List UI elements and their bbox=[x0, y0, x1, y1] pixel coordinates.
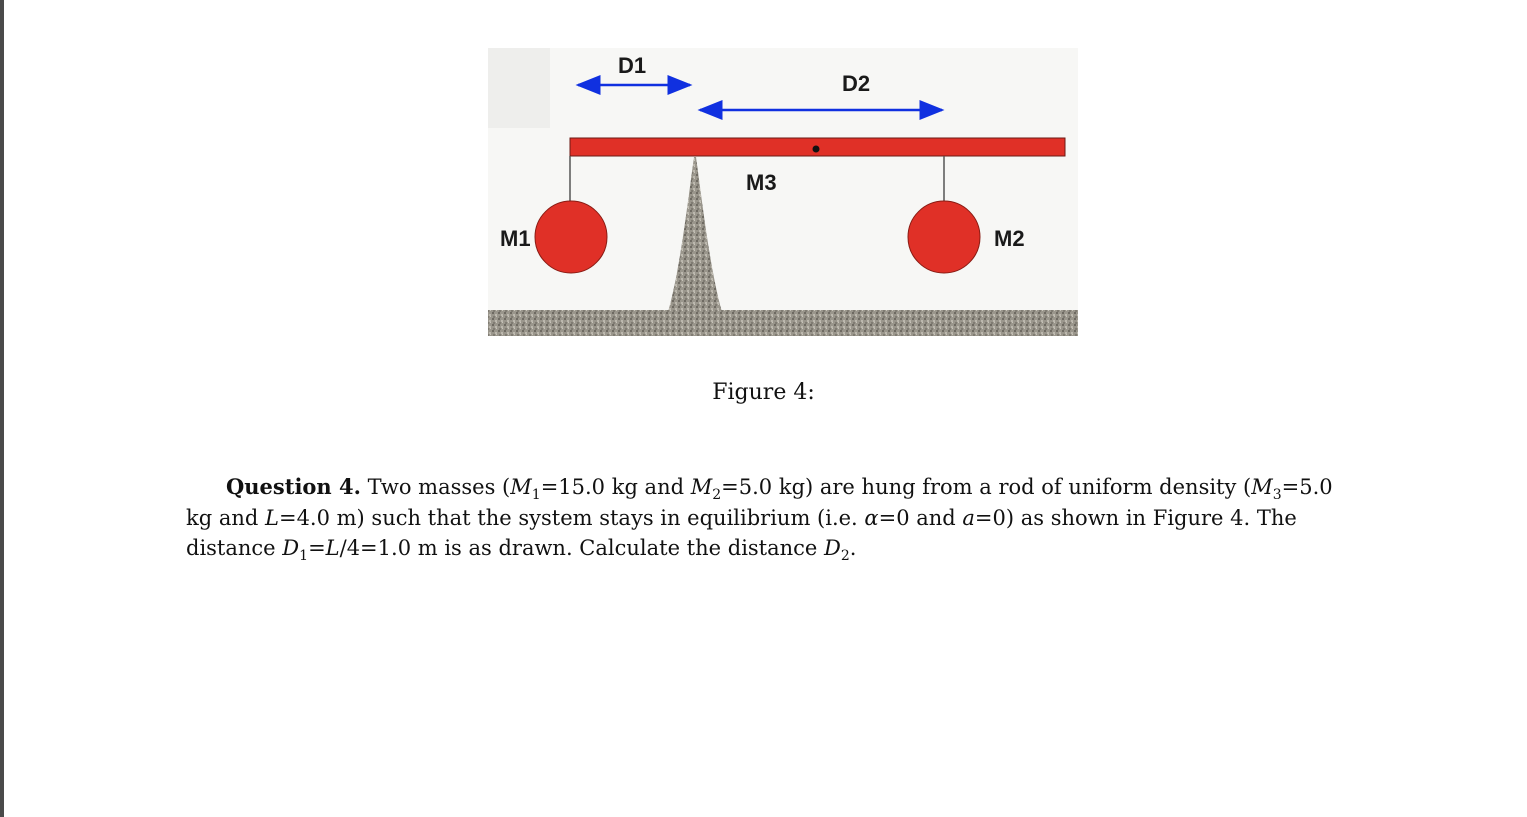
math-symbol: M bbox=[510, 475, 532, 499]
mass-m2 bbox=[907, 200, 981, 274]
text: . bbox=[849, 536, 857, 560]
text: =15.0 kg and bbox=[540, 475, 691, 499]
text: =0) as shown in Figure 4. The bbox=[974, 505, 1297, 530]
label-d1: D1 bbox=[618, 53, 646, 78]
figure-caption: Figure 4: bbox=[712, 380, 815, 405]
subscript: 2 bbox=[712, 487, 722, 504]
text: = bbox=[308, 536, 326, 560]
text: kg and bbox=[186, 505, 266, 530]
text: =0 and bbox=[878, 505, 963, 530]
fulcrum bbox=[668, 157, 722, 312]
math-symbol: D bbox=[282, 536, 300, 560]
math-symbol: D bbox=[824, 536, 841, 560]
text: =4.0 m) such that the system stays in eq… bbox=[278, 505, 865, 530]
math-symbol: L bbox=[325, 536, 340, 560]
question-line-1: Question 4. Two masses (M1=15.0 kg and M… bbox=[186, 472, 1380, 503]
subscript: 2 bbox=[840, 548, 850, 565]
text: distance bbox=[186, 536, 283, 560]
label-m3: M3 bbox=[746, 170, 777, 195]
math-symbol: M bbox=[1251, 475, 1273, 499]
subscript: 1 bbox=[531, 487, 541, 504]
math-symbol: L bbox=[265, 505, 279, 530]
figure-4-diagram: D1 D2 M3 M1 M2 bbox=[488, 48, 1078, 336]
text: Two masses ( bbox=[367, 475, 511, 499]
subscript: 3 bbox=[1272, 487, 1282, 504]
label-d2: D2 bbox=[842, 71, 870, 96]
question-line-3: distance D1=L/4=1.0 m is as drawn. Calcu… bbox=[186, 533, 1380, 564]
math-symbol: a bbox=[962, 505, 975, 530]
mass-m1 bbox=[534, 200, 608, 274]
math-symbol: M bbox=[690, 475, 713, 499]
window-edge bbox=[0, 0, 4, 817]
text: =5.0 bbox=[1281, 475, 1333, 499]
question-heading: Question 4. bbox=[226, 474, 361, 499]
text: /4=1.0 m is as drawn. Calculate the dist… bbox=[339, 536, 825, 560]
rod-center-point bbox=[812, 145, 820, 153]
question-text: Question 4. Two masses (M1=15.0 kg and M… bbox=[186, 472, 1380, 564]
figure-background bbox=[488, 48, 1078, 336]
text: =5.0 kg) are hung from a rod of uniform … bbox=[721, 475, 1252, 499]
label-m2: M2 bbox=[994, 226, 1025, 251]
subscript: 1 bbox=[299, 548, 309, 565]
question-line-2: kg and L=4.0 m) such that the system sta… bbox=[186, 503, 1380, 534]
math-symbol: α bbox=[864, 505, 879, 530]
ground bbox=[488, 310, 1078, 336]
label-m1: M1 bbox=[500, 226, 531, 251]
